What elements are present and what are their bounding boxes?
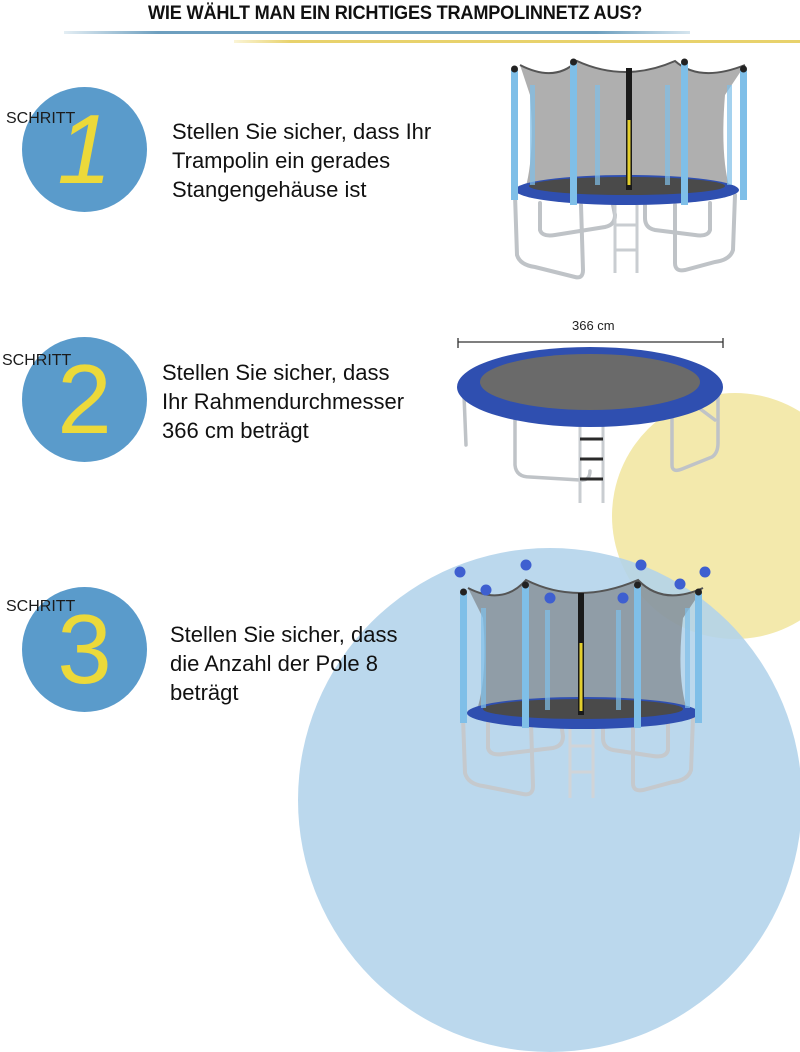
title-underline-blue bbox=[64, 31, 690, 34]
step-1-badge: 1 bbox=[22, 87, 147, 212]
step-3-text-line: beträgt bbox=[170, 680, 239, 705]
step-2-badge: 2 bbox=[22, 337, 147, 462]
step-3-label: SCHRITT bbox=[6, 598, 76, 615]
step-3-text-line: die Anzahl der Pole 8 bbox=[170, 651, 378, 676]
step-1-text-line: Trampolin ein gerades bbox=[172, 148, 391, 173]
step-2-text: Stellen Sie sicher, dass Ihr Rahmendurch… bbox=[162, 358, 404, 445]
step-3-badge: 3 bbox=[22, 587, 147, 712]
step-2-text-line: 366 cm beträgt bbox=[162, 418, 309, 443]
diameter-label: 366 cm bbox=[572, 318, 615, 333]
trampoline-frame-image bbox=[457, 338, 724, 503]
step-2-number: 2 bbox=[57, 344, 112, 454]
step-2-text-line: Ihr Rahmendurchmesser bbox=[162, 389, 405, 414]
step-2-label: SCHRITT bbox=[2, 352, 72, 369]
step-3-text-line: Stellen Sie sicher, dass bbox=[170, 622, 398, 647]
title-underline-yellow bbox=[234, 40, 800, 43]
step-1-text-line: Stangengehäuse ist bbox=[172, 177, 367, 202]
step-1-label: SCHRITT bbox=[6, 110, 76, 127]
trampoline-with-net-image bbox=[511, 58, 747, 280]
step-1-number: 1 bbox=[57, 94, 112, 204]
step-1-text: Stellen Sie sicher, dass Ihr Trampolin e… bbox=[172, 117, 431, 204]
trampoline-8-poles-image bbox=[454, 559, 711, 798]
page-title: WIE WÄHLT MAN EIN RICHTIGES TRAMPOLINNET… bbox=[148, 2, 643, 24]
pole-markers bbox=[454, 559, 711, 604]
step-3-number: 3 bbox=[57, 594, 112, 704]
step-2-text-line: Stellen Sie sicher, dass bbox=[162, 360, 390, 385]
step-1-text-line: Stellen Sie sicher, dass Ihr bbox=[172, 119, 432, 144]
step-3-text: Stellen Sie sicher, dass die Anzahl der … bbox=[170, 620, 397, 707]
